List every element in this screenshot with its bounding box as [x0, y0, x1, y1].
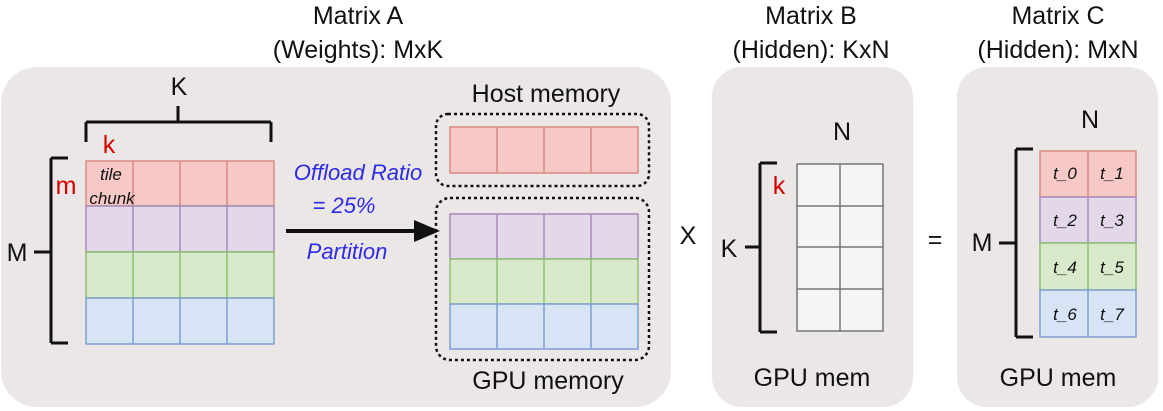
gpu-memory-rows	[449, 213, 639, 350]
matrix-c-subtitle: (Hidden): MxN	[977, 36, 1138, 64]
host-memory-row	[449, 126, 639, 174]
matrix-c-tile-labels: t_0 t_1 t_2 t_3 t_4 t_5 t_6 t_7	[1053, 164, 1124, 324]
k-bracket	[84, 106, 273, 142]
tile-t3: t_3	[1100, 211, 1124, 230]
matrix-b-title: Matrix B	[765, 2, 857, 30]
matrix-b-small-k-label: k	[773, 172, 786, 200]
matrix-b-footer: GPU mem	[754, 364, 871, 392]
tile-t4: t_4	[1053, 258, 1077, 277]
gpu-memory-label: GPU memory	[472, 367, 624, 395]
offload-ratio-label: Offload Ratio	[294, 160, 422, 185]
host-memory-label: Host memory	[472, 80, 621, 108]
matrix-c-title: Matrix C	[1011, 2, 1104, 30]
tile-t2: t_2	[1053, 211, 1077, 230]
partition-arrow	[286, 220, 440, 242]
m-label: M	[7, 239, 28, 267]
matrix-c-footer: GPU mem	[1000, 364, 1117, 392]
matrix-c-m-bracket	[999, 147, 1033, 339]
chunk-label: chunk	[89, 189, 136, 208]
matrix-a-subtitle: (Weights): MxK	[273, 36, 444, 64]
equals-operator: =	[928, 226, 943, 254]
tile-t0: t_0	[1053, 164, 1077, 183]
matrix-b-n-label: N	[833, 118, 851, 146]
tile-t5: t_5	[1100, 258, 1124, 277]
host-memory-box	[434, 112, 651, 188]
offload-ratio-value: = 25%	[313, 193, 376, 218]
tile-t1: t_1	[1100, 164, 1124, 183]
matrix-a-title: Matrix A	[313, 2, 404, 30]
matrix-b-k-label: K	[721, 235, 738, 263]
small-k-label: k	[103, 131, 116, 159]
m-bracket	[34, 156, 68, 345]
matrix-c-grid	[1039, 150, 1137, 338]
matrix-b-grid	[796, 163, 884, 332]
partition-label: Partition	[307, 239, 388, 264]
matrix-c-m-label: M	[972, 229, 993, 257]
small-m-label: m	[56, 172, 77, 200]
tile-t7: t_7	[1100, 305, 1124, 324]
matrix-c-n-label: N	[1081, 106, 1099, 134]
matrix-b-k-bracket	[745, 161, 777, 334]
gpu-memory-box	[434, 196, 651, 362]
matrix-a-grid	[85, 160, 275, 345]
k-label: K	[171, 73, 188, 101]
matrix-b-subtitle: (Hidden): KxN	[733, 36, 890, 64]
times-operator: X	[680, 222, 697, 250]
tile-t6: t_6	[1053, 305, 1077, 324]
tile-label: tile	[100, 165, 122, 184]
